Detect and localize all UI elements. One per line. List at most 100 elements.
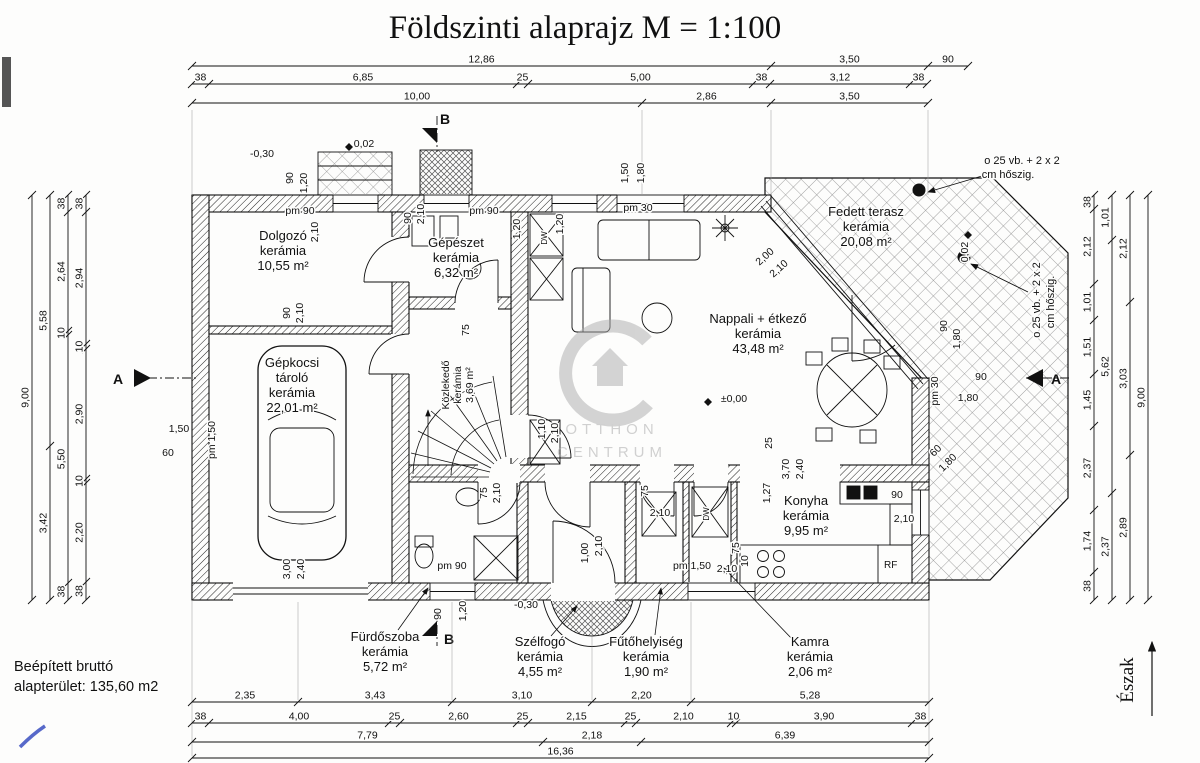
watermark-line2: CENTRUM — [557, 444, 667, 461]
dim-label: 2,20 — [631, 690, 652, 702]
dim-label: 9,00 — [1136, 387, 1148, 408]
dim-label: 1,74 — [1082, 531, 1094, 552]
interior-dim-label: 1,00 — [579, 543, 591, 564]
interior-dim-label: 2,10 — [549, 423, 561, 444]
section-b-label-bottom: B — [444, 631, 454, 647]
terrace-columns — [912, 175, 1029, 293]
dim-label: 2,37 — [1082, 458, 1094, 479]
interior-dim-label: 90 — [402, 212, 414, 224]
dim-label: 2,35 — [235, 690, 256, 702]
dim-label: 1,01 — [1100, 207, 1112, 228]
interior-dim-label: 1,20 — [511, 219, 523, 240]
dim-label: 38 — [756, 72, 768, 84]
dim-label: 3,43 — [365, 690, 386, 702]
dim-label: 5,58 — [38, 310, 50, 331]
section-a-label-left: A — [113, 371, 123, 387]
fridge-label: RF — [884, 560, 897, 571]
terrace-tiled-floor — [764, 177, 1069, 581]
dim-label: 25 — [517, 711, 529, 723]
interior-dim-label: 2,40 — [295, 559, 307, 580]
interior-dim-label: pm 90 — [437, 560, 466, 572]
room-label-line: 1,90 m² — [624, 664, 669, 679]
interior-dim-label: pm 30 — [623, 202, 652, 214]
interior-dim-label: 75 — [478, 487, 490, 499]
interior-dim-label: 90 — [281, 307, 293, 319]
dim-label: 10 — [728, 711, 740, 723]
watermark-logo: OTTHON CENTRUM — [557, 319, 667, 461]
room-label-line: kerámia — [269, 385, 316, 400]
room-label-line: 5,72 m² — [363, 659, 408, 674]
dim-label: 25 — [389, 711, 401, 723]
entry-stoops — [317, 149, 642, 647]
north-label: Észak — [1116, 657, 1138, 703]
dim-label: 12,86 — [468, 54, 494, 66]
dim-label: 3,03 — [1118, 368, 1130, 389]
interior-dim-label: 1,20 — [457, 601, 469, 622]
dim-label: 2,15 — [566, 711, 587, 723]
interior-dim-label: 90 — [284, 172, 296, 184]
room-label-line: 22,01 m² — [266, 400, 318, 415]
room-label-line: Fürdőszoba — [351, 629, 420, 644]
dim-label: 4,00 — [289, 711, 310, 723]
dim-label: 38 — [56, 198, 68, 210]
interior-dim-label: 75 — [730, 542, 742, 554]
interior-dim-label: 3,00 — [281, 559, 293, 580]
dim-label: 2,89 — [1118, 517, 1130, 538]
room-label-line: kerámia — [735, 326, 782, 341]
room-label-line: kerámia — [783, 508, 830, 523]
interior-dim-label: 2,10 — [894, 513, 915, 525]
section-b-label-top: B — [440, 111, 450, 127]
furniture — [257, 213, 913, 584]
room-label-line: Gépkocsi — [265, 355, 319, 370]
room-label-line: Konyha — [784, 493, 829, 508]
room-label-line: 6,32 m² — [434, 265, 479, 280]
dim-label: 1,01 — [1082, 292, 1094, 313]
interior-dim-label: 1,20 — [554, 214, 566, 235]
interior-dim-label: 75 — [639, 485, 651, 497]
dim-label: 1,51 — [1082, 337, 1094, 358]
dim-label: 38 — [195, 711, 207, 723]
room-label-line: 9,95 m² — [784, 523, 829, 538]
interior-dim-label: 1,80 — [958, 392, 979, 404]
dim-label: 38 — [74, 198, 86, 210]
insulation-note-right-line2: cm hőszig. — [1045, 276, 1057, 329]
stairs — [410, 375, 507, 478]
dim-label: 3,90 — [814, 711, 835, 723]
interior-dim-label: 90 — [891, 489, 903, 501]
label-leaders — [397, 567, 794, 641]
room-label-line: Dolgozó — [259, 228, 307, 243]
interior-dim-label: pm 1,50 — [673, 560, 711, 572]
interior-dim-label: 1,80 — [951, 329, 963, 350]
insulation-note-top-line1: o 25 vb. + 2 x 2 — [984, 155, 1060, 167]
dim-label: 3,50 — [839, 91, 860, 103]
room-label-line: 2,06 m² — [788, 664, 833, 679]
interior-dim-label: 90 — [975, 371, 987, 383]
interior-dim-label: 1,10 — [536, 419, 548, 440]
room-label-line: kerámia — [843, 219, 890, 234]
dim-label: 2,60 — [448, 711, 469, 723]
room-label-line: kerámia — [260, 243, 307, 258]
dim-label: 3,12 — [830, 72, 851, 84]
dim-label: 2,90 — [74, 404, 86, 425]
dim-label: 38 — [913, 72, 925, 84]
room-label-line: kerámia — [452, 366, 464, 404]
insulation-note-right-line1: o 25 vb. + 2 x 2 — [1031, 262, 1043, 338]
interior-dim-label: 1,20 — [298, 173, 310, 194]
dim-label: 2,10 — [673, 711, 694, 723]
dim-label: 2,12 — [1118, 238, 1130, 259]
dim-label: 10 — [74, 475, 86, 487]
interior-dim-label: 1,50 — [169, 423, 190, 435]
dim-label: 2,20 — [74, 522, 86, 543]
dim-label: 16,36 — [547, 746, 573, 758]
interior-dim-label: 90 — [432, 608, 444, 620]
room-label-line: kerámia — [787, 649, 834, 664]
dim-label: 38 — [74, 585, 86, 597]
